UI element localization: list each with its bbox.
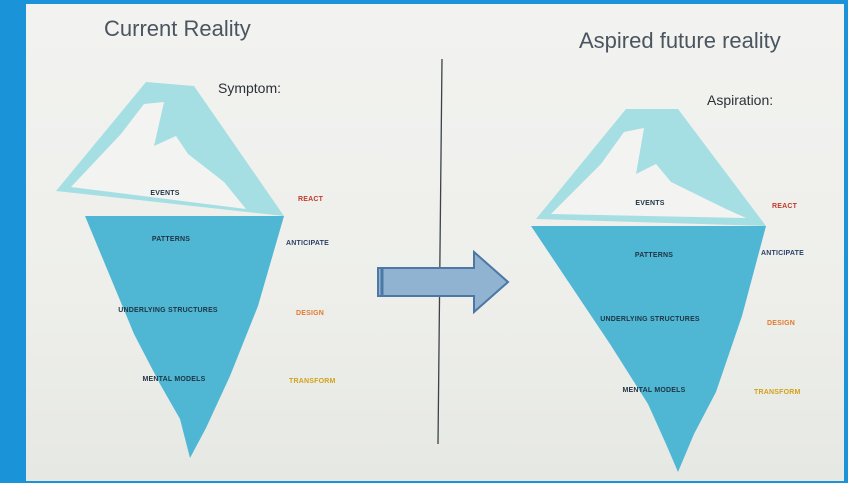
right-iceberg-underwater xyxy=(531,226,766,472)
left-title: Current Reality xyxy=(104,16,251,41)
left-layer-patterns: PATTERNS xyxy=(151,236,191,243)
left-iceberg-tip-void xyxy=(71,102,246,209)
right-title: Aspired future reality xyxy=(579,28,781,53)
left-action-react: REACT xyxy=(298,196,324,203)
left-action-design: DESIGN xyxy=(296,310,325,317)
right-action-anticipate: ANTICIPATE xyxy=(761,250,804,257)
left-iceberg-underwater xyxy=(85,216,284,458)
right-action-transform: TRANSFORM xyxy=(754,389,801,396)
left-action-transform: TRANSFORM xyxy=(289,378,336,385)
right-layer-structures: UNDERLYING STRUCTURES xyxy=(600,316,700,323)
right-action-design: DESIGN xyxy=(767,320,796,327)
left-layer-events: EVENTS xyxy=(150,190,180,197)
arrow-body xyxy=(377,249,510,315)
left-prompt: Symptom: xyxy=(218,80,282,96)
left-iceberg xyxy=(56,82,284,458)
right-iceberg-tip-void xyxy=(551,128,746,218)
right-iceberg xyxy=(531,109,766,472)
right-layer-patterns: PATTERNS xyxy=(634,252,674,259)
center-divider xyxy=(437,58,443,445)
right-layer-events: EVENTS xyxy=(635,200,665,207)
right-prompt: Aspiration: xyxy=(707,92,774,108)
right-layer-mental-models: MENTAL MODELS xyxy=(622,387,686,394)
diagram-canvas xyxy=(56,58,766,472)
right-action-react: REACT xyxy=(772,203,798,210)
left-action-anticipate: ANTICIPATE xyxy=(286,240,329,247)
slide-photo: Current Reality Symptom: EVENTS PATTERNS… xyxy=(26,4,844,481)
left-layer-mental-models: MENTAL MODELS xyxy=(142,376,206,383)
transition-arrow xyxy=(377,249,510,315)
left-layer-structures: UNDERLYING STRUCTURES xyxy=(118,307,218,314)
